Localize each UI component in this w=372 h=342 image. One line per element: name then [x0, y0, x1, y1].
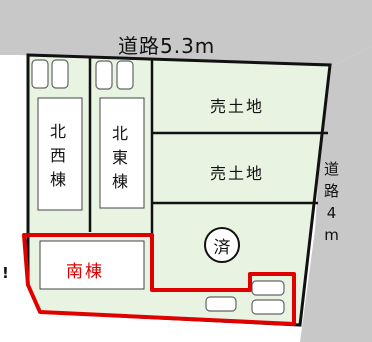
sale-lot-2-label: 売土地 [210, 164, 265, 183]
road-right-char: m [324, 226, 339, 244]
parking-north-east [95, 60, 134, 90]
lot-char: 北 [50, 122, 69, 141]
south-lot-outline [22, 233, 296, 326]
house-north-east [99, 97, 145, 209]
lot-char: 北 [112, 124, 131, 143]
house-south [39, 240, 145, 290]
lot-char: 西 [50, 146, 69, 165]
parking-south [205, 280, 285, 315]
lot-char: 棟 [112, 172, 131, 191]
house-north-west [37, 97, 83, 211]
lot-north-east-label: 北 東 棟 [112, 122, 130, 194]
road-right [300, 46, 372, 342]
road-right-char: 4 [326, 204, 337, 222]
lot-north-west-label: 北 西 棟 [50, 120, 68, 192]
lot-south-label: 南棟 [66, 262, 104, 282]
road-top [0, 0, 372, 70]
road-top-label: 道路5.3m [118, 34, 216, 58]
edge-mark: ! [2, 264, 9, 282]
road-right-char: 道 [324, 160, 340, 178]
lot-char: 東 [112, 148, 131, 167]
parking-north-west [31, 59, 69, 89]
road-right-char: 路 [324, 182, 340, 200]
sold-badge: 済 [204, 227, 240, 263]
road-right-label: 道 路 4 m [324, 158, 339, 246]
lot-char: 棟 [50, 170, 69, 189]
sale-lot-1-label: 売土地 [210, 97, 265, 116]
